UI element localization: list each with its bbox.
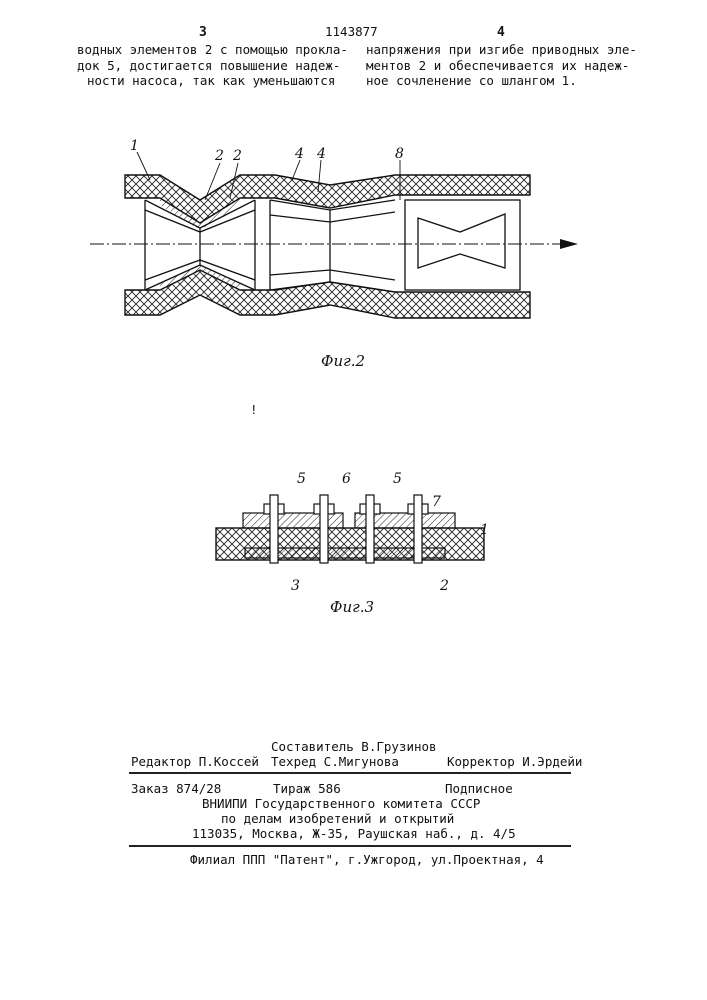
- hose-wall-bottom: [125, 270, 530, 318]
- figure-3-drawing: 5 6 5 7 1 3 2: [0, 460, 707, 600]
- imprint-techred: Техред С.Мигунова: [271, 754, 399, 769]
- fig3-label-6: 6: [342, 471, 351, 487]
- fig2-label-2a: 2: [214, 148, 224, 164]
- imprint-circulation: Тираж 586: [273, 781, 341, 796]
- fig2-label-2b: 2: [232, 148, 242, 164]
- figure-3-caption: Фиг.3: [330, 598, 374, 616]
- fig3-label-5a: 5: [297, 471, 306, 487]
- stray-mark: !: [250, 402, 258, 418]
- imprint-compiler: Составитель В.Грузинов: [271, 739, 437, 754]
- fig3-label-7: 7: [432, 494, 441, 510]
- imprint-rule-2: [129, 845, 571, 847]
- imprint-subscription: Подписное: [445, 781, 513, 796]
- flow-arrow: [560, 239, 578, 249]
- fig3-label-3: 3: [291, 578, 300, 594]
- imprint-corrector: Корректор И.Эрдейи: [447, 754, 582, 769]
- imprint-rule-1: [129, 772, 571, 774]
- fig2-label-4a: 4: [294, 146, 304, 162]
- imprint-address: 113035, Москва, Ж-35, Раушская наб., д. …: [192, 826, 516, 841]
- imprint-branch: Филиал ППП "Патент", г.Ужгород, ул.Проек…: [190, 852, 544, 867]
- fig3-label-1: 1: [480, 522, 489, 538]
- imprint-order: Заказ 874/28: [131, 781, 221, 796]
- figure-2-caption: Фиг.2: [321, 352, 365, 370]
- figure-2-drawing: 1 2 2 4 4 8: [0, 0, 707, 400]
- fig2-label-1: 1: [130, 138, 139, 154]
- fig3-label-2: 2: [439, 578, 449, 594]
- imprint-org-2: по делам изобретений и открытий: [221, 811, 454, 826]
- fig2-label-4b: 4: [316, 146, 326, 162]
- fig2-label-8: 8: [395, 146, 404, 162]
- fig3-label-5b: 5: [393, 471, 402, 487]
- imprint-editor: Редактор П.Коссей: [131, 754, 259, 769]
- imprint-org-1: ВНИИПИ Государственного комитета СССР: [202, 796, 480, 811]
